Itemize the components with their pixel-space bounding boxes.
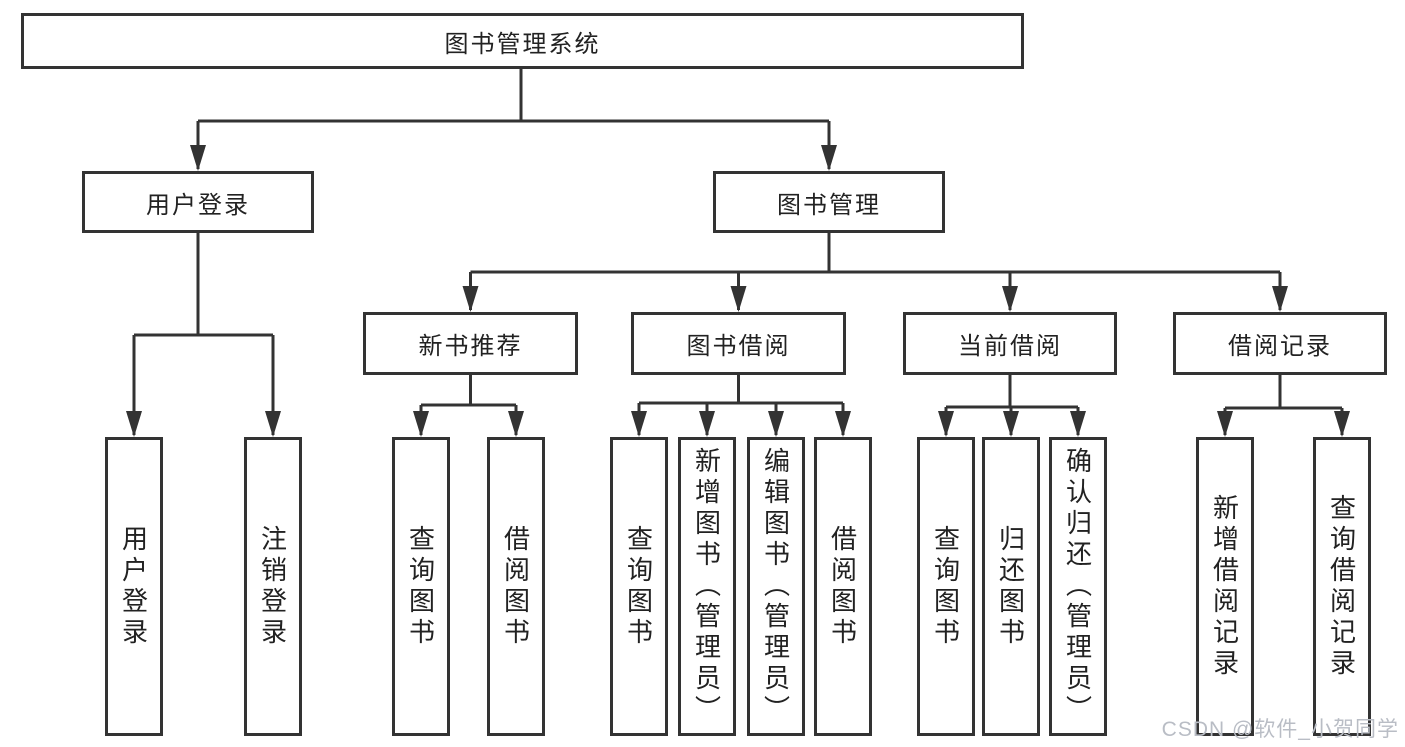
node-label: 图书管理系统 <box>444 30 601 58</box>
edges-user-login-branch <box>126 233 281 437</box>
node-label: 新增借阅记录 <box>1209 493 1240 680</box>
node-logout-action: 注销登录 <box>244 437 302 736</box>
node-borrow-books: 借阅图书 <box>814 437 872 736</box>
node-borrow-record: 借阅记录 <box>1173 312 1387 375</box>
node-user-login-action: 用户登录 <box>105 437 163 736</box>
node-label: 图书借阅 <box>686 333 791 360</box>
node-label: 新书推荐 <box>418 333 523 360</box>
node-new-book-recommend: 新书推荐 <box>363 312 578 375</box>
node-label: 查询图书 <box>405 524 436 649</box>
watermark: CSDN @软件_小贺同学 <box>1161 718 1399 741</box>
edges-borrow-record-branch <box>1217 375 1350 437</box>
node-add-borrow-record: 新增借阅记录 <box>1196 437 1254 736</box>
node-label: 查询借阅记录 <box>1326 493 1357 680</box>
node-library-management-system: 图书管理系统 <box>21 13 1024 69</box>
node-confirm-return-admin: 确认归还（管理员） <box>1049 437 1107 736</box>
node-label: 归还图书 <box>995 524 1026 649</box>
node-label: 编辑图书（管理员） <box>760 447 791 726</box>
node-label: 当前借阅 <box>958 333 1062 360</box>
node-query-books-borrow: 查询图书 <box>610 437 668 736</box>
node-label: 用户登录 <box>146 191 250 219</box>
node-label: 用户登录 <box>118 524 149 649</box>
node-label: 图书管理 <box>777 191 881 219</box>
edges-root-to-level2 <box>190 69 837 171</box>
node-add-books-admin: 新增图书（管理员） <box>678 437 736 736</box>
node-label: 借阅图书 <box>500 524 531 649</box>
node-user-login: 用户登录 <box>82 171 314 233</box>
node-book-management: 图书管理 <box>713 171 945 233</box>
node-edit-books-admin: 编辑图书（管理员） <box>747 437 805 736</box>
node-label: 借阅图书 <box>827 524 858 649</box>
edges-current-borrow-branch <box>938 375 1086 437</box>
edges-book-borrow-branch <box>631 375 851 437</box>
node-query-books-recommend: 查询图书 <box>392 437 450 736</box>
edges-book-management-branch <box>462 233 1288 312</box>
node-label: 确认归还（管理员） <box>1062 447 1093 726</box>
node-return-books: 归还图书 <box>982 437 1040 736</box>
node-label: 新增图书（管理员） <box>691 447 722 726</box>
node-current-borrow: 当前借阅 <box>903 312 1117 375</box>
node-label: 查询图书 <box>930 524 961 649</box>
node-label: 查询图书 <box>623 524 654 649</box>
node-query-books-current: 查询图书 <box>917 437 975 736</box>
edges-new-book-branch <box>413 375 524 437</box>
node-label: 注销登录 <box>257 524 288 649</box>
node-book-borrow: 图书借阅 <box>631 312 846 375</box>
node-label: 借阅记录 <box>1228 333 1332 360</box>
node-query-borrow-record: 查询借阅记录 <box>1313 437 1371 736</box>
node-borrow-books-recommend: 借阅图书 <box>487 437 545 736</box>
